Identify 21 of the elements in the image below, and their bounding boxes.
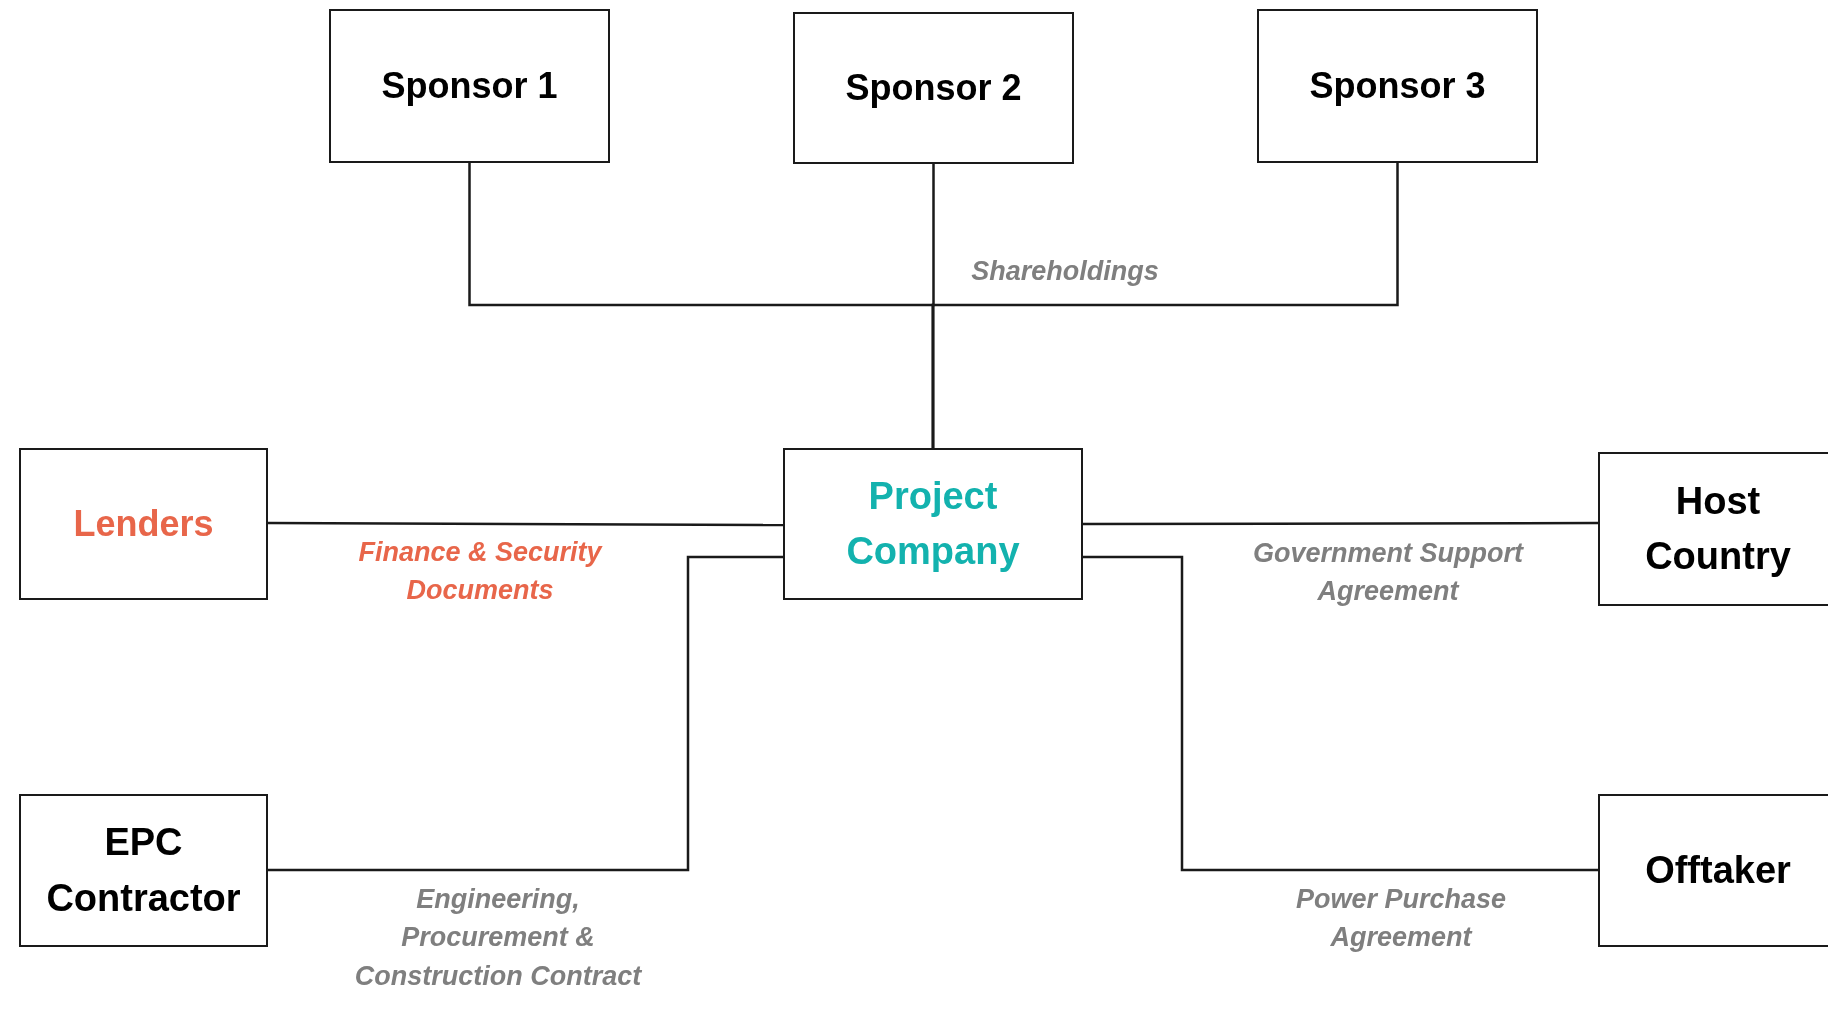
connector-line: [268, 521, 783, 527]
entity-name: Sponsor 3: [1309, 63, 1486, 108]
entity-name: Project Company: [845, 473, 1021, 574]
entity-box: [329, 9, 610, 163]
connector-line: [1083, 555, 1598, 872]
entity-box: [793, 12, 1074, 164]
entity-box: [19, 794, 268, 947]
entity-name: EPC Contractor: [45, 820, 242, 921]
entity-name: Host Country: [1644, 478, 1792, 579]
entity-box: [1598, 452, 1828, 606]
entity-box: [1598, 794, 1828, 947]
entity-name: Offtaker: [1645, 847, 1791, 893]
entity-box: [19, 448, 268, 600]
entity-box: [783, 448, 1083, 600]
connector-line: [1083, 521, 1598, 526]
entity-name: Sponsor 1: [381, 63, 558, 108]
connector-line: [931, 163, 1399, 448]
entity-name: Sponsor 2: [845, 65, 1022, 110]
connector-line: [268, 555, 783, 872]
entity-box: [1257, 9, 1538, 163]
entity-name: Lenders: [73, 501, 214, 546]
